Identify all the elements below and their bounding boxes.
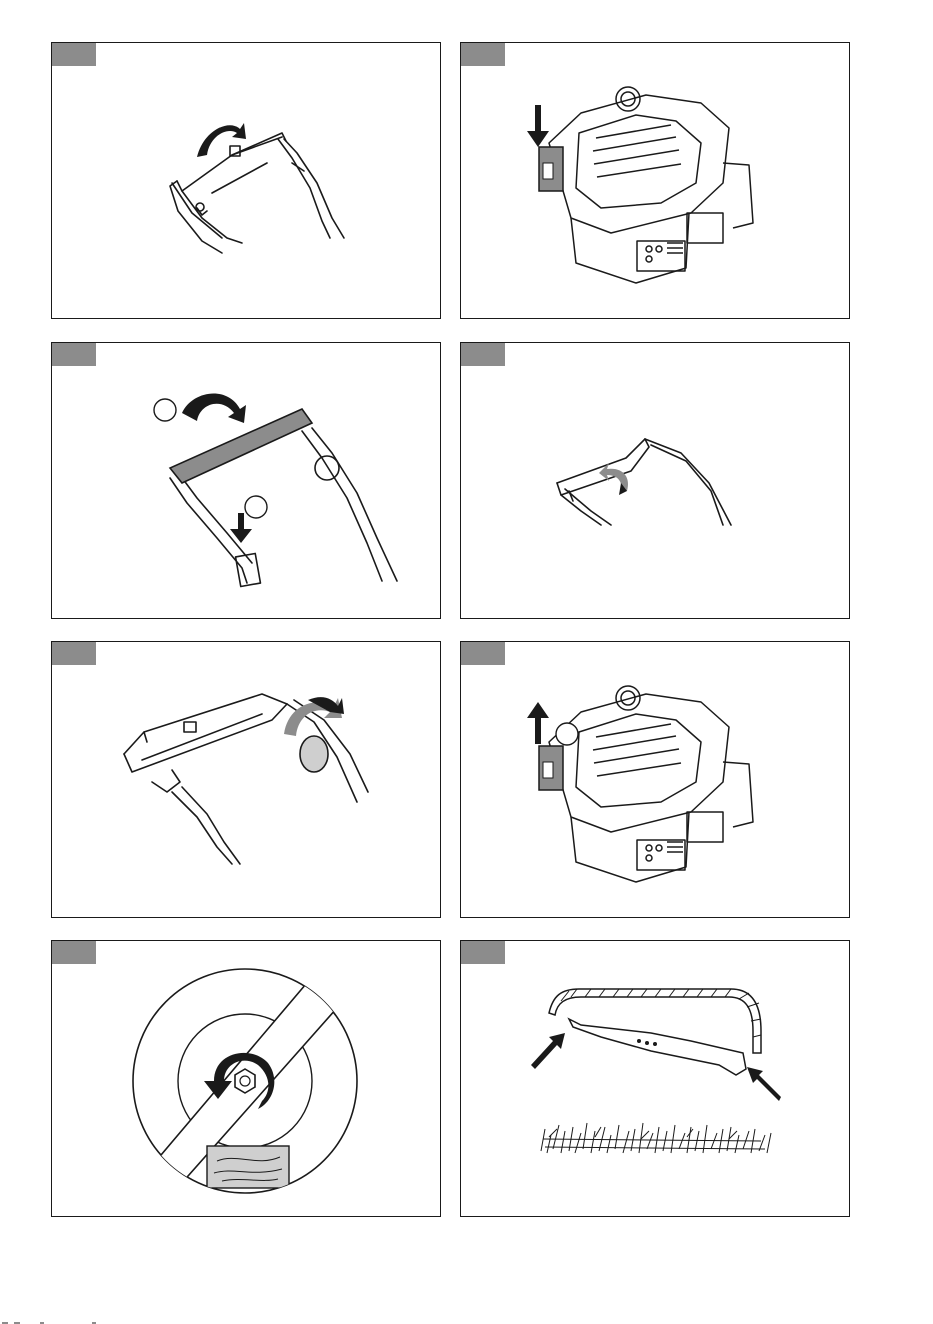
panel-handle-bar: [460, 342, 850, 619]
panel-blade-grass: [460, 940, 850, 1217]
knob-rotate-icon: [52, 642, 440, 917]
panel-handle-lever: [51, 342, 441, 619]
blade-bolt-icon: [52, 941, 440, 1216]
panel-handle-fold: [51, 42, 441, 319]
engine-lift-icon: [461, 642, 849, 917]
panel-handle-knob: [51, 641, 441, 918]
footer-marks: [0, 1318, 933, 1324]
engine-press-icon: [461, 43, 849, 318]
panel-blade-unscrew: [51, 940, 441, 1217]
handle-lever-icon: [52, 343, 440, 618]
panel-engine-press: [460, 42, 850, 319]
panel-engine-lift: [460, 641, 850, 918]
handle-bar-icon: [461, 343, 849, 618]
blade-grass-icon: [461, 941, 849, 1216]
handle-rotate-icon: [52, 43, 440, 318]
